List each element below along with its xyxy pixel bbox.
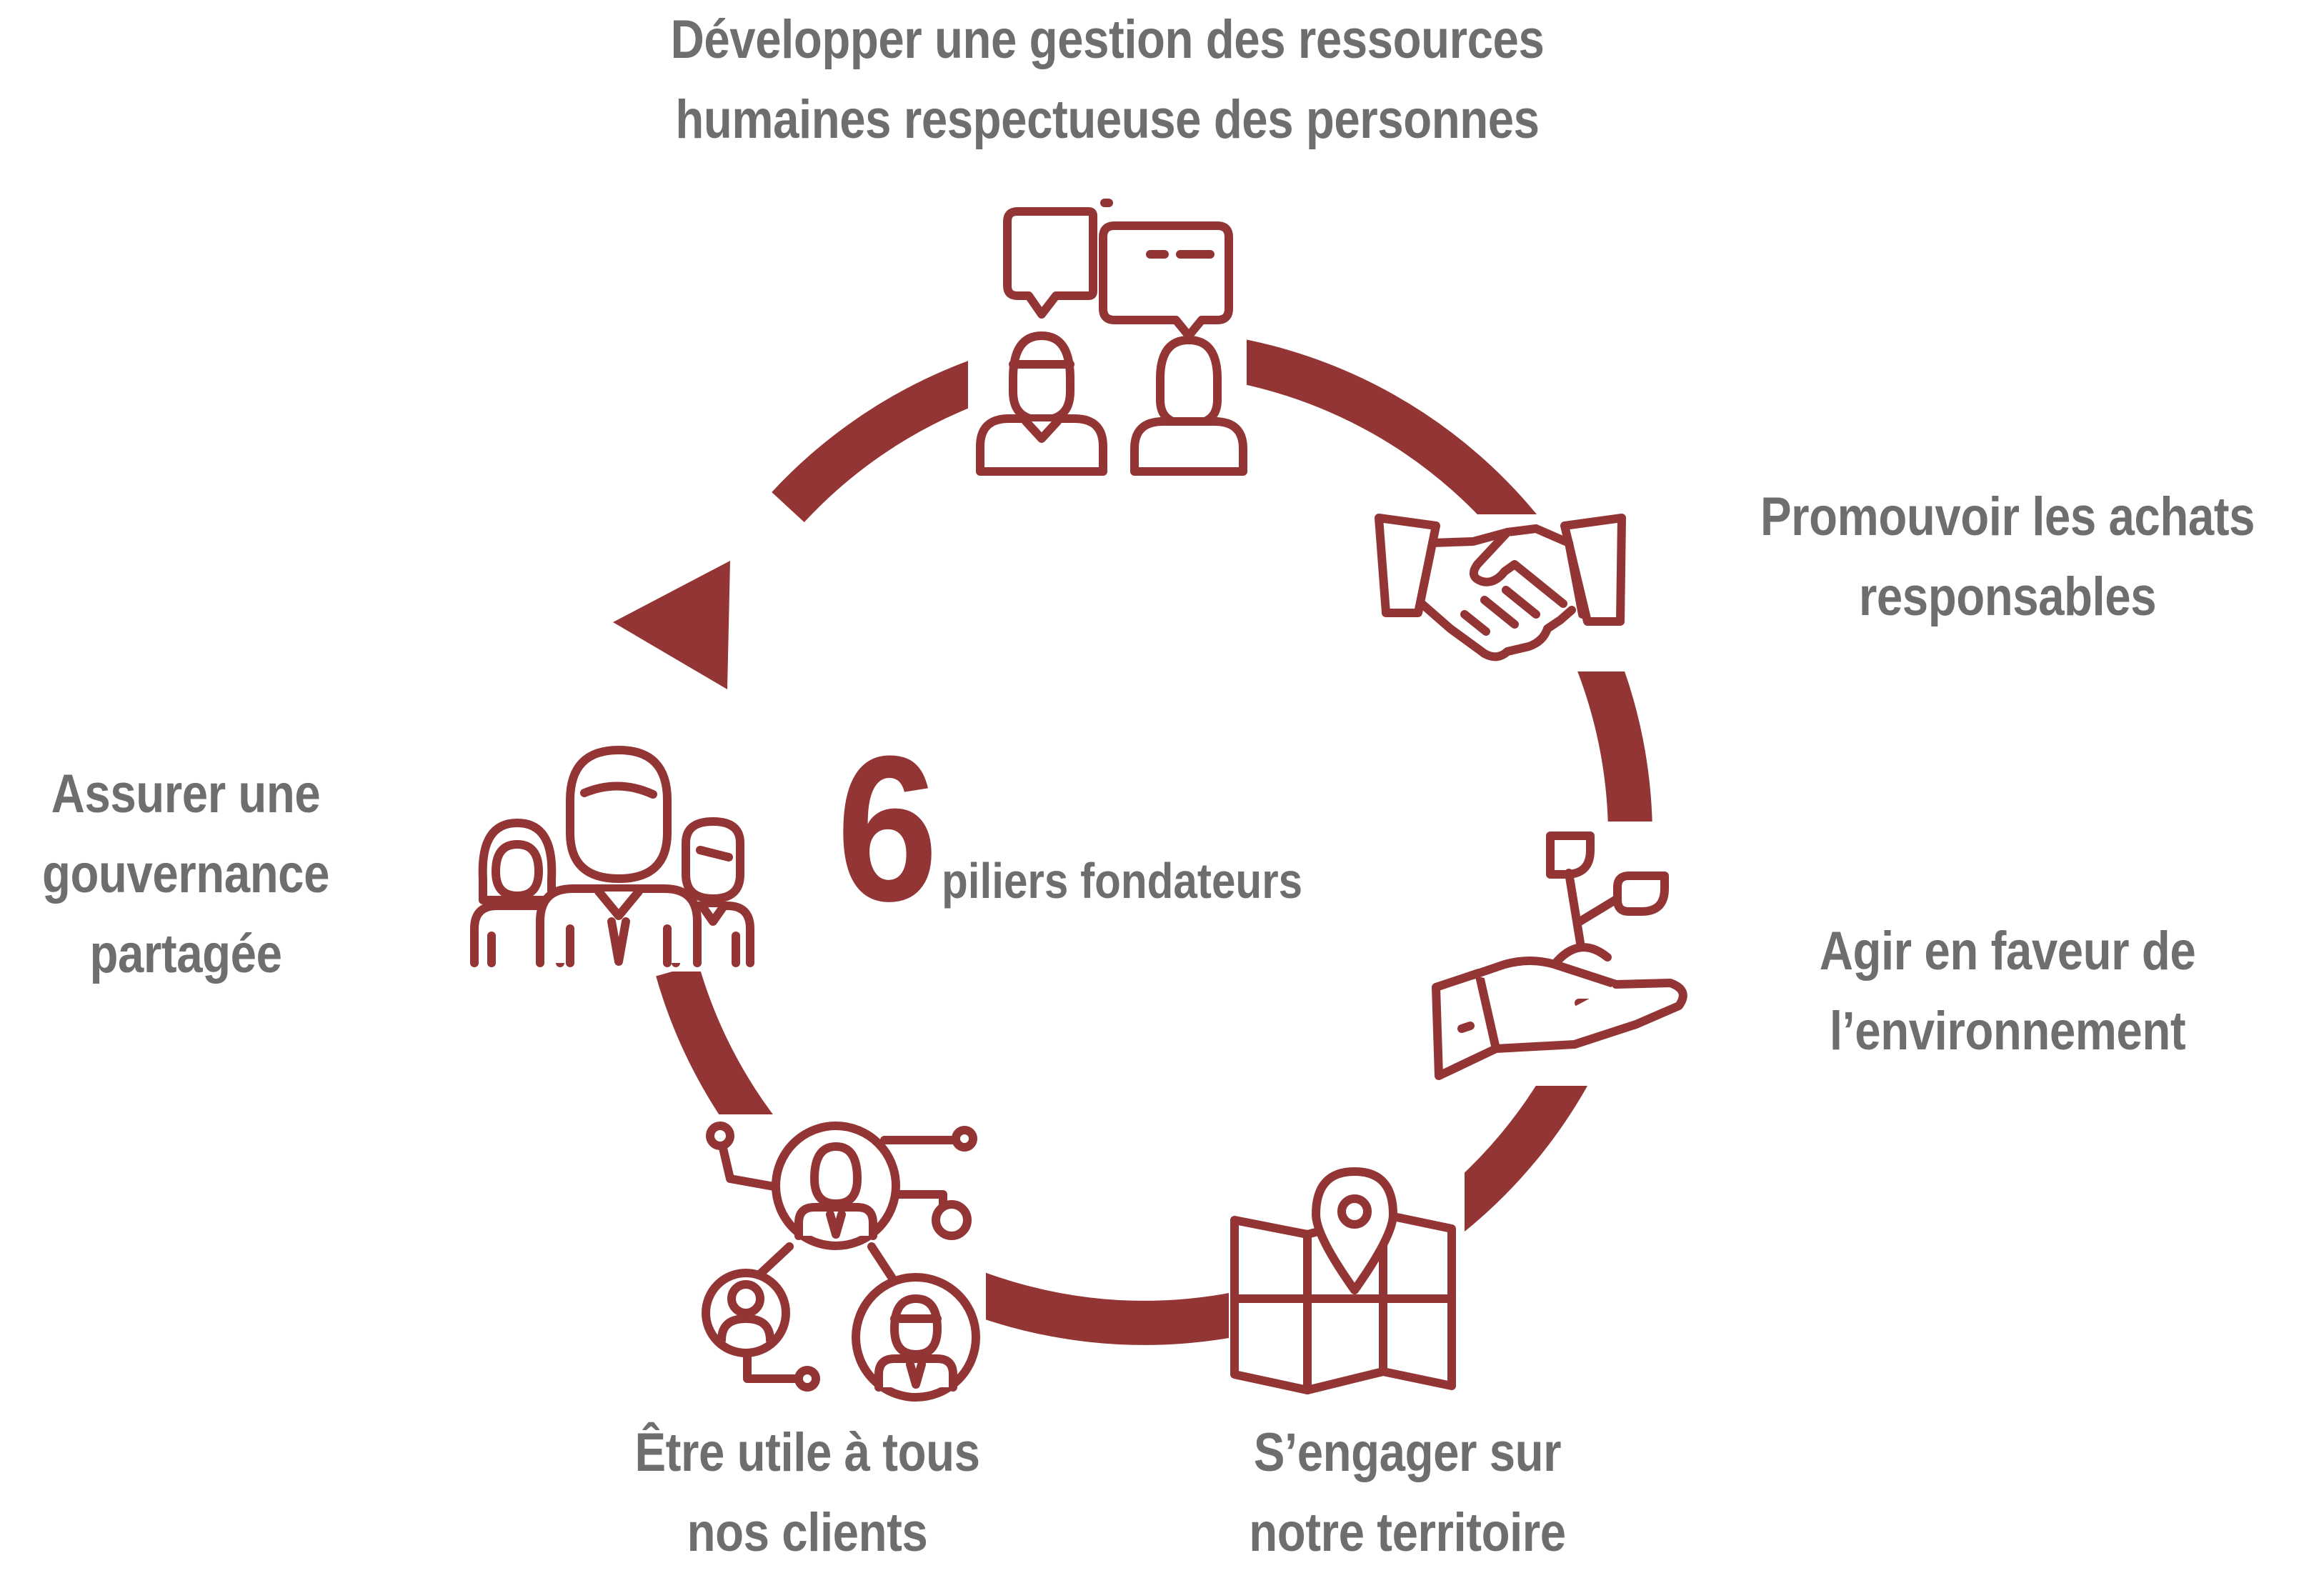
dialogue-people-icon: [968, 199, 1247, 482]
cycle-arrowhead: [613, 561, 730, 689]
pillar-label-environment: Agir en faveur de l’environnement: [1819, 921, 2196, 1062]
pillar-label-governance: Assurer une gouvernance partagée: [41, 764, 330, 984]
pillar-label-clients: Être utile à tous nos clients: [634, 1422, 980, 1563]
pillar-label-hr: Développer une gestion des ressources hu…: [670, 9, 1545, 150]
map-pin-icon: [1229, 1157, 1465, 1394]
pillar-label-purchasing: Promouvoir les achats responsables: [1760, 486, 2255, 627]
pillar-count-caption: piliers fondateurs: [942, 853, 1303, 909]
plant-hand-icon: [1432, 822, 1697, 1086]
handshake-icon: [1372, 514, 1629, 671]
team-group-icon: [464, 743, 772, 972]
client-network-icon: [700, 1114, 986, 1402]
pillar-label-territory: S’engager sur notre territoire: [1249, 1422, 1566, 1563]
pillar-count: 6: [837, 713, 938, 944]
